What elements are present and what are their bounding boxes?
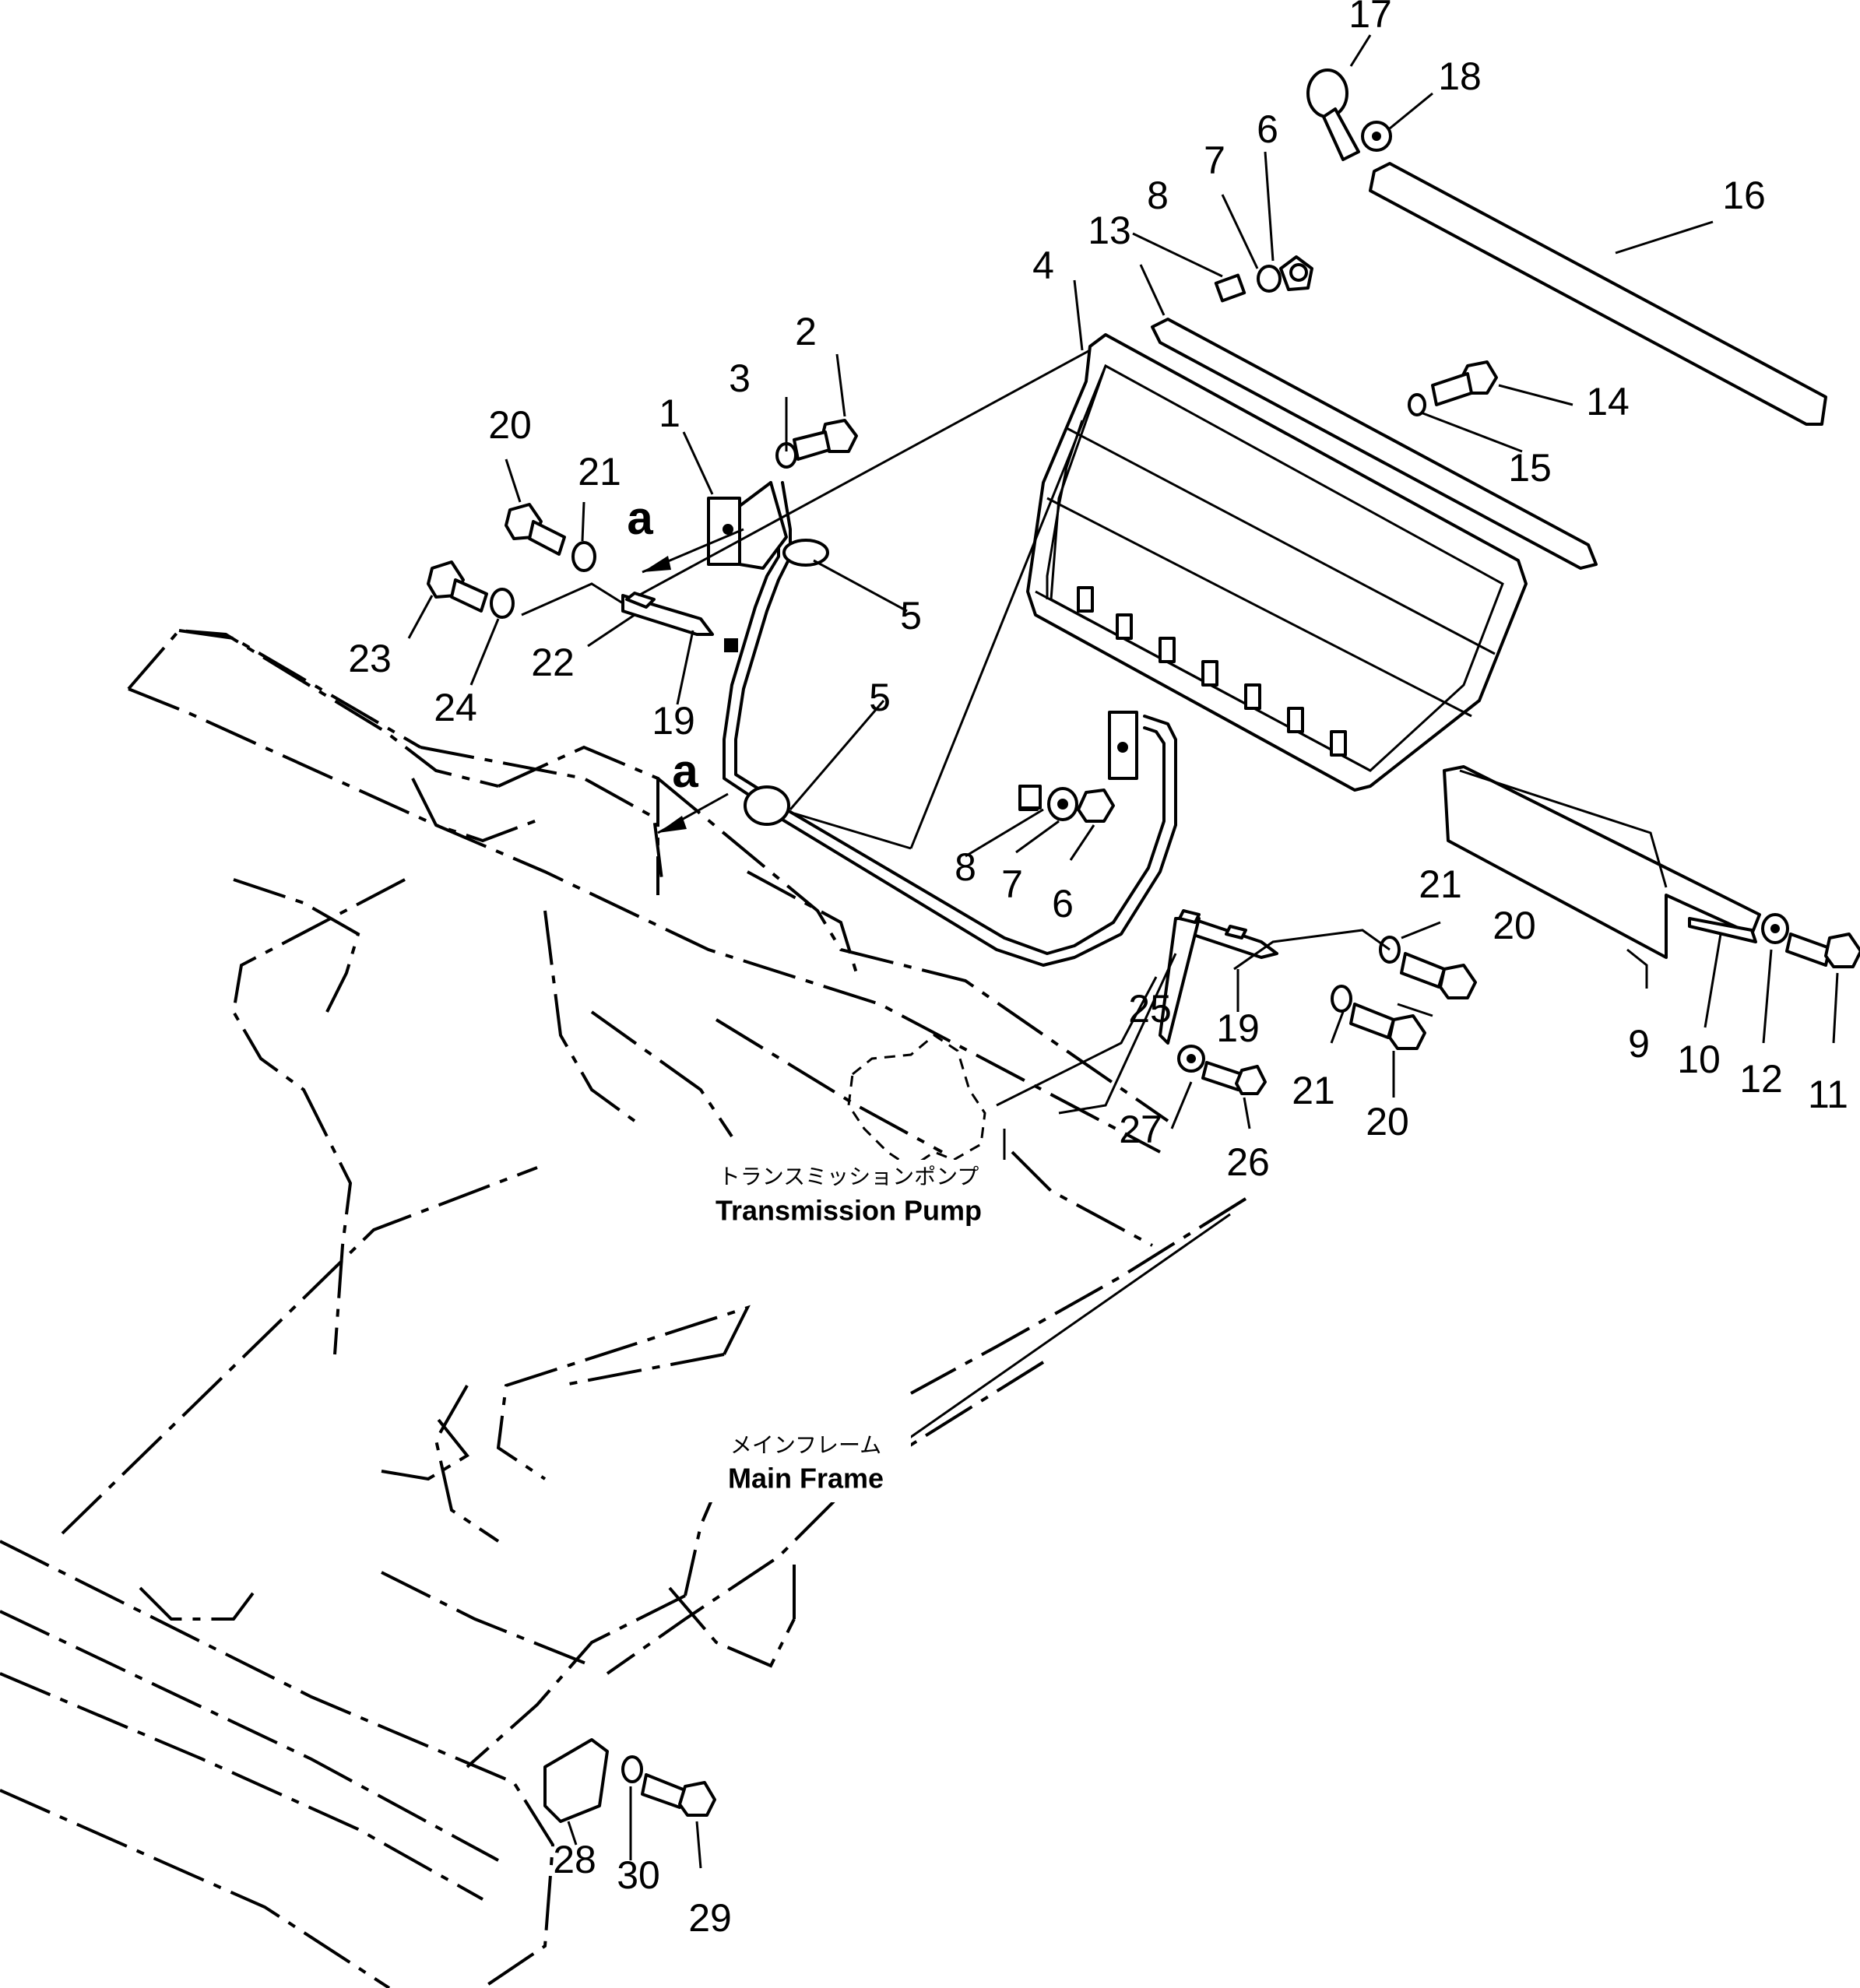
callout-22: 22 [531, 641, 575, 684]
view-arrows [642, 528, 744, 834]
strap-lower [1190, 917, 1278, 959]
cover-assembly [1018, 318, 1761, 959]
callout-8: 8 [1147, 174, 1169, 217]
callout-11: 11 [1808, 1073, 1848, 1116]
callout-21-right: 21 [1419, 862, 1462, 906]
callout-21: 21 [578, 450, 621, 493]
callout-5-lower: 5 [869, 676, 891, 719]
transmission-pump-outline [847, 1034, 986, 1169]
bracket-28 [543, 1738, 609, 1823]
callout-numbers: 17 18 16 6 7 8 13 4 14 15 2 3 1 20 21 a … [348, 0, 1848, 1940]
callout-2: 2 [795, 310, 817, 353]
callout-7-lower: 7 [1001, 862, 1023, 906]
main-frame [0, 628, 1247, 1988]
callout-10: 10 [1677, 1038, 1721, 1081]
captions: トランスミッションポンプ Transmission Pump メインフレーム M… [685, 1160, 1012, 1502]
callout-28: 28 [553, 1838, 596, 1881]
callout-3: 3 [729, 357, 751, 400]
callout-14: 14 [1586, 380, 1630, 423]
small-plate-8-lower [1018, 785, 1042, 810]
callout-20-lower: 20 [1366, 1100, 1409, 1143]
callout-20-right: 20 [1493, 904, 1536, 947]
view-mark-a-lower: a [672, 745, 698, 797]
caption-main-frame-en: Main Frame [728, 1463, 884, 1495]
callout-27: 27 [1119, 1108, 1162, 1151]
leader-lines [407, 34, 1839, 1869]
callout-4: 4 [1032, 244, 1054, 287]
callout-15: 15 [1508, 446, 1552, 490]
callout-23: 23 [348, 637, 392, 680]
callout-30: 30 [617, 1853, 660, 1897]
callout-19: 19 [652, 699, 695, 743]
callout-7: 7 [1204, 139, 1225, 182]
callout-21-lower: 21 [1292, 1069, 1335, 1112]
callout-8-lower: 8 [955, 845, 976, 889]
callout-13: 13 [1088, 209, 1131, 252]
caption-main-frame-jp: メインフレーム [730, 1432, 881, 1458]
callout-25: 25 [1128, 987, 1172, 1031]
callout-20: 20 [488, 403, 532, 447]
callout-1: 1 [659, 392, 680, 435]
cover-front-bar [1369, 162, 1827, 426]
small-plate-8-upper [1214, 273, 1246, 303]
callout-19-lower: 19 [1216, 1006, 1260, 1050]
small-bracket-22 [625, 592, 656, 609]
view-mark-a-upper: a [627, 492, 653, 544]
callout-9: 9 [1628, 1022, 1650, 1066]
callout-12: 12 [1739, 1057, 1783, 1101]
cover-slots [1077, 586, 1347, 757]
caption-transmission-pump-en: Transmission Pump [716, 1195, 982, 1227]
fasteners [427, 68, 1860, 1817]
callout-5: 5 [900, 594, 922, 637]
caption-transmission-pump-jp: トランスミッションポンプ [719, 1164, 979, 1189]
callout-26: 26 [1226, 1140, 1270, 1184]
callout-6: 6 [1257, 107, 1278, 151]
pipe-assembly [707, 481, 1177, 967]
callout-29: 29 [688, 1896, 732, 1940]
callout-16: 16 [1722, 174, 1766, 217]
callout-6-lower: 6 [1052, 882, 1074, 926]
callout-18: 18 [1438, 54, 1482, 98]
callout-24: 24 [434, 686, 477, 729]
callout-17: 17 [1348, 0, 1392, 36]
